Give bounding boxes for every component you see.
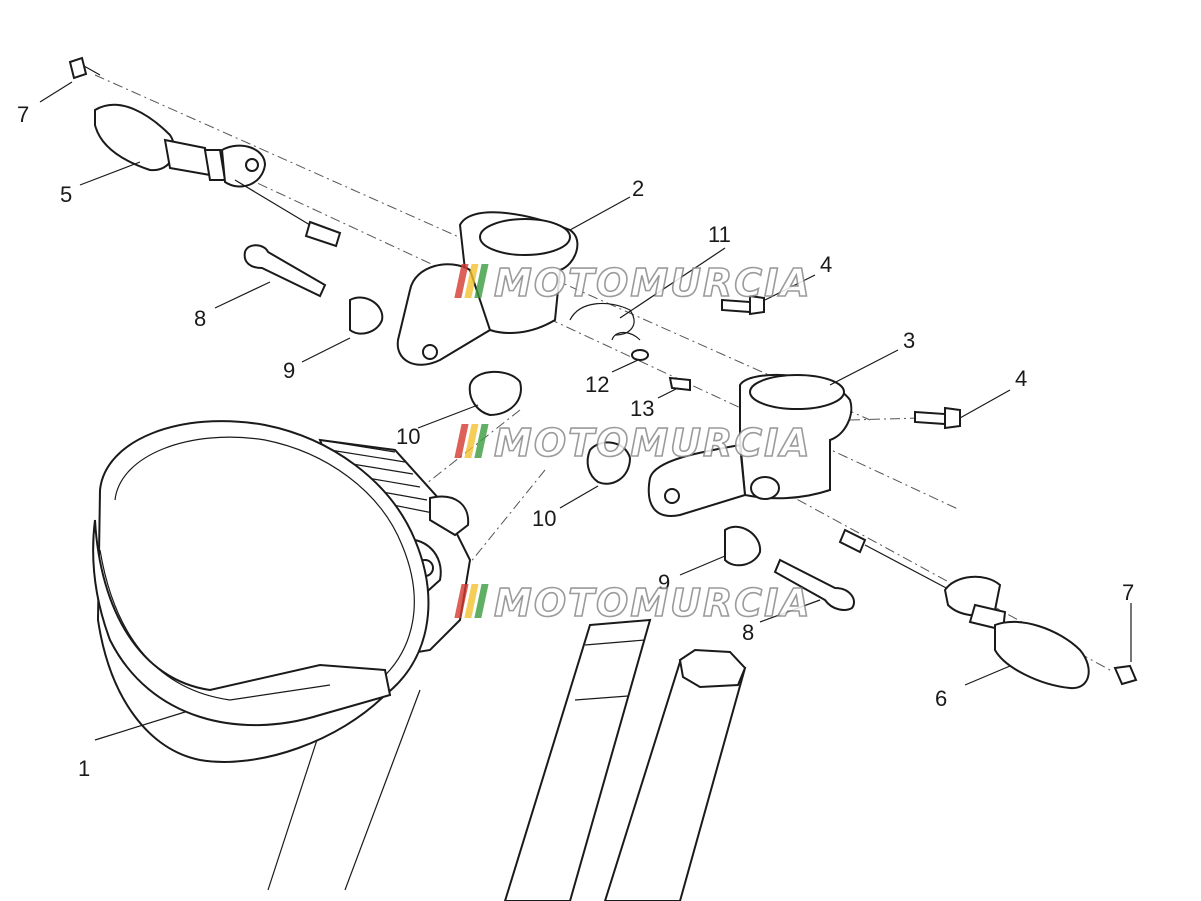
callout-8-left: 8 — [194, 306, 206, 331]
screw-13 — [668, 376, 691, 392]
watermark-stripe-red — [454, 424, 469, 458]
watermark-stripe-green — [474, 424, 489, 458]
bolt-4-lower — [914, 406, 961, 430]
bolt-4-upper — [721, 294, 765, 316]
callout-8-right: 8 — [742, 620, 754, 645]
callout-labels: 1 2 3 4 4 5 6 7 7 8 8 9 9 10 10 11 12 13 — [17, 102, 1134, 781]
callout-13: 13 — [630, 396, 654, 421]
watermark-2: MOTOMURCIA — [454, 420, 812, 466]
callout-3: 3 — [903, 328, 915, 353]
callout-1: 1 — [78, 756, 90, 781]
left-spacer-9 — [349, 296, 384, 335]
left-turn-signal — [68, 56, 342, 248]
callout-6: 6 — [935, 686, 947, 711]
callout-7-right: 7 — [1122, 580, 1134, 605]
callout-leaders — [39, 81, 1132, 741]
watermark-stripe-green — [474, 584, 489, 618]
right-bracket — [647, 373, 853, 517]
right-turn-signal — [838, 528, 1138, 690]
clip-11 — [569, 302, 641, 341]
watermark-1: MOTOMURCIA — [454, 260, 812, 306]
watermark-3: MOTOMURCIA — [454, 580, 812, 626]
watermark-stripe-yellow — [464, 424, 479, 458]
right-spacer-9 — [724, 525, 762, 567]
watermark-stripe-red — [454, 264, 469, 298]
watermark-stripe-yellow — [464, 264, 479, 298]
watermark-stripe-green — [474, 264, 489, 298]
callout-9-right: 9 — [658, 570, 670, 595]
headlight-assembly — [92, 420, 472, 763]
right-bolt-8 — [773, 558, 855, 611]
fork-tubes — [267, 618, 747, 901]
left-rubber-10 — [468, 370, 522, 417]
callout-2: 2 — [632, 176, 644, 201]
callout-10-left: 10 — [396, 424, 420, 449]
callout-12: 12 — [585, 372, 609, 397]
callout-4-lower: 4 — [1015, 366, 1027, 391]
watermark-text: MOTOMURCIA — [494, 421, 812, 465]
watermark-stripe-red — [454, 584, 469, 618]
washer-12 — [631, 349, 649, 361]
left-bolt — [243, 244, 327, 298]
callout-10-right: 10 — [532, 506, 556, 531]
callout-7-left: 7 — [17, 102, 29, 127]
callout-11: 11 — [708, 222, 731, 247]
callout-4-upper: 4 — [820, 252, 832, 277]
callout-9-left: 9 — [283, 358, 295, 383]
callout-5: 5 — [60, 182, 72, 207]
right-rubber-10 — [586, 441, 632, 485]
watermark-stripe-yellow — [464, 584, 479, 618]
watermark-text: MOTOMURCIA — [494, 581, 812, 625]
watermark-text: MOTOMURCIA — [494, 261, 812, 305]
